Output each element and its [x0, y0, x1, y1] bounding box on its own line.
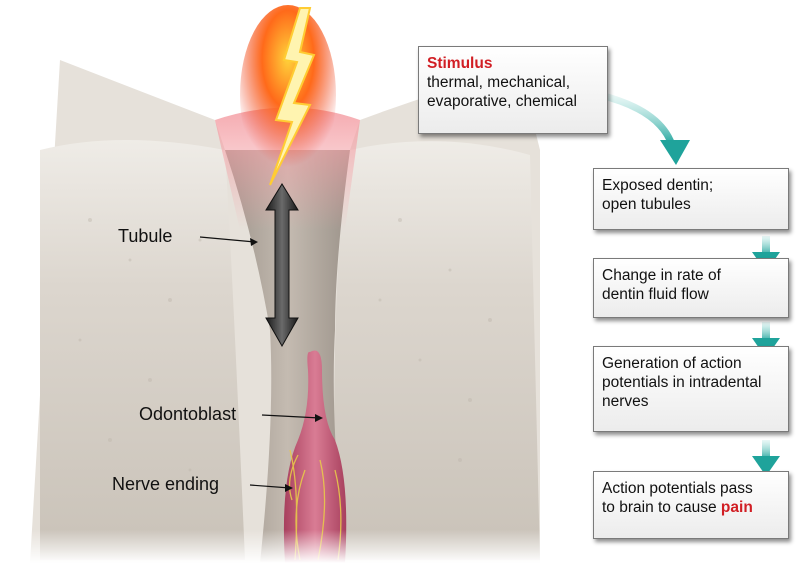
- stimulus-line-1: thermal, mechanical,: [427, 73, 599, 92]
- stimulus-title: Stimulus: [427, 54, 599, 73]
- step-1-line-1: Exposed dentin;: [602, 176, 780, 195]
- step-4-line-2: to brain to cause pain: [602, 498, 780, 517]
- teal-flow-arrow-head: [660, 140, 690, 165]
- step-2-line-1: Change in rate of: [602, 266, 780, 285]
- step-3-line-1: Generation of action: [602, 354, 780, 373]
- step-box-fluid-flow: Change in rate of dentin fluid flow: [593, 258, 789, 318]
- step-box-exposed-dentin: Exposed dentin; open tubules: [593, 168, 789, 230]
- step-3-line-3: nerves: [602, 392, 780, 411]
- teal-flow-arrow-icon: [600, 95, 672, 145]
- stimulus-line-2: evaporative, chemical: [427, 92, 599, 111]
- step-2-line-2: dentin fluid flow: [602, 285, 780, 304]
- step-4-line-2-text: to brain to cause: [602, 499, 721, 516]
- step-1-line-2: open tubules: [602, 195, 780, 214]
- nerve-ending-label: Nerve ending: [112, 474, 219, 495]
- step-3-line-2: potentials in intradental: [602, 373, 780, 392]
- step-box-pain: Action potentials pass to brain to cause…: [593, 471, 789, 539]
- tubule-label: Tubule: [118, 226, 172, 247]
- bottom-fade: [30, 430, 550, 563]
- step-4-line-1: Action potentials pass: [602, 479, 780, 498]
- step-box-action-potentials: Generation of action potentials in intra…: [593, 346, 789, 432]
- odontoblast-label: Odontoblast: [139, 404, 236, 425]
- pain-emphasis: pain: [721, 499, 753, 516]
- stimulus-box: Stimulus thermal, mechanical, evaporativ…: [418, 46, 608, 134]
